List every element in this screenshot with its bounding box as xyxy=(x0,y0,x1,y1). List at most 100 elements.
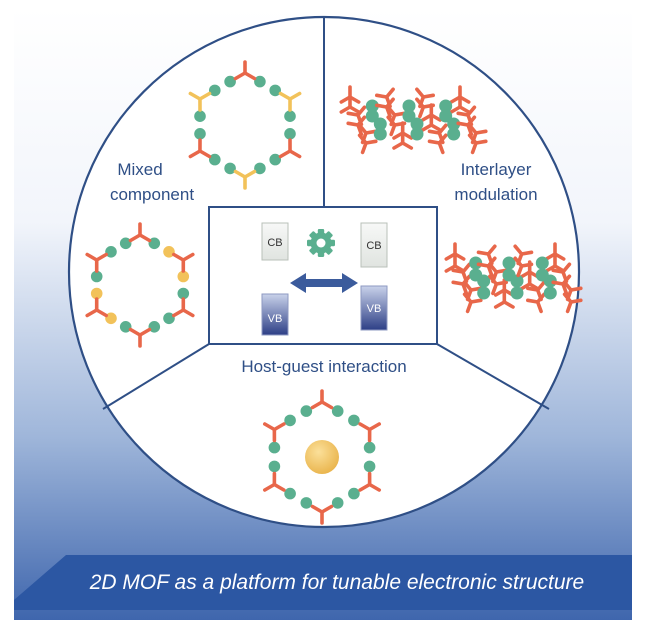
metal-node xyxy=(348,487,360,500)
linker xyxy=(449,95,471,114)
banner-text: 2D MOF as a platform for tunable electro… xyxy=(89,571,584,594)
host-guest-hexagon xyxy=(262,389,382,525)
metal-node xyxy=(510,286,524,300)
center-panel xyxy=(208,206,438,345)
interlayer-stack-top xyxy=(339,85,488,155)
metal-node xyxy=(535,256,549,270)
metal-node xyxy=(269,153,282,166)
label-interlayer-1: Interlayer xyxy=(461,160,532,179)
divider-left xyxy=(102,343,210,410)
linker xyxy=(233,60,257,81)
linker xyxy=(513,256,534,278)
metal-node xyxy=(224,162,236,175)
metal-node xyxy=(284,128,296,140)
metal-node xyxy=(268,460,281,473)
linker xyxy=(544,242,566,261)
metal-node xyxy=(502,268,516,282)
linker xyxy=(386,115,407,137)
linker xyxy=(488,274,509,296)
metal-node xyxy=(254,162,266,175)
linker xyxy=(128,222,152,243)
metal-node xyxy=(363,460,376,473)
linker xyxy=(128,327,152,348)
metal-node xyxy=(300,497,313,509)
linker xyxy=(172,297,195,318)
title-banner xyxy=(14,555,632,610)
metal-node xyxy=(373,127,387,141)
vb-box-right xyxy=(360,285,388,331)
metal-node xyxy=(177,270,190,283)
linker xyxy=(519,272,541,291)
divider-right xyxy=(436,343,550,410)
metal-node xyxy=(194,110,206,122)
linker xyxy=(462,292,483,314)
linker xyxy=(358,471,382,492)
metal-node xyxy=(439,109,453,123)
metal-node xyxy=(148,237,161,250)
linker xyxy=(444,242,466,261)
metal-node xyxy=(90,270,103,283)
mixed-component-hexagon-top xyxy=(188,60,302,190)
cb-box-right xyxy=(360,222,388,268)
linker xyxy=(456,115,477,137)
metal-node xyxy=(363,441,376,454)
metal-node xyxy=(348,414,360,427)
linker xyxy=(339,95,361,114)
linker xyxy=(493,290,515,309)
linker xyxy=(476,256,497,278)
linker xyxy=(278,138,302,159)
metal-node xyxy=(284,110,296,122)
interlayer-stack-bottom xyxy=(444,242,583,314)
linker xyxy=(358,422,382,443)
linker xyxy=(551,274,572,296)
vb-label-left: VB xyxy=(268,313,283,325)
metal-node xyxy=(284,414,296,427)
mixed-component-hexagon-bottom xyxy=(85,222,195,348)
metal-node xyxy=(447,127,461,141)
gear-icon xyxy=(307,229,335,257)
metal-node xyxy=(331,405,344,417)
metal-node xyxy=(194,128,206,140)
linker xyxy=(392,131,414,150)
metal-node xyxy=(209,153,221,166)
cb-box-left xyxy=(261,222,289,261)
metal-node xyxy=(410,127,424,141)
linker xyxy=(262,471,286,492)
linker xyxy=(85,297,108,318)
metal-node xyxy=(177,287,190,300)
metal-node xyxy=(543,286,557,300)
linker xyxy=(233,169,257,190)
metal-node xyxy=(163,246,175,258)
metal-node xyxy=(477,286,491,300)
metal-node xyxy=(209,84,221,97)
linker xyxy=(278,91,302,112)
metal-node xyxy=(373,117,387,131)
metal-node xyxy=(439,99,453,113)
metal-node xyxy=(90,287,103,300)
metal-node xyxy=(163,312,175,325)
linker xyxy=(172,252,195,273)
linker xyxy=(85,252,108,273)
metal-node xyxy=(148,321,161,333)
linker xyxy=(467,133,488,155)
metal-node xyxy=(331,497,344,509)
metal-node xyxy=(269,84,282,97)
linker xyxy=(562,292,583,314)
metal-node xyxy=(469,256,483,270)
linker xyxy=(357,133,378,155)
metal-node xyxy=(254,75,266,88)
metal-node xyxy=(410,117,424,131)
label-host-guest: Host-guest interaction xyxy=(241,357,406,376)
linker xyxy=(427,133,448,155)
linker xyxy=(374,97,395,119)
label-mixed-1: Mixed xyxy=(117,160,162,179)
metal-node xyxy=(119,321,132,333)
cb-label-left: CB xyxy=(267,237,282,249)
linker xyxy=(188,91,212,112)
metal-node xyxy=(365,109,379,123)
metal-node xyxy=(365,99,379,113)
metal-node xyxy=(105,312,117,325)
metal-node xyxy=(105,246,117,258)
linker xyxy=(310,504,334,525)
linker xyxy=(444,254,466,273)
